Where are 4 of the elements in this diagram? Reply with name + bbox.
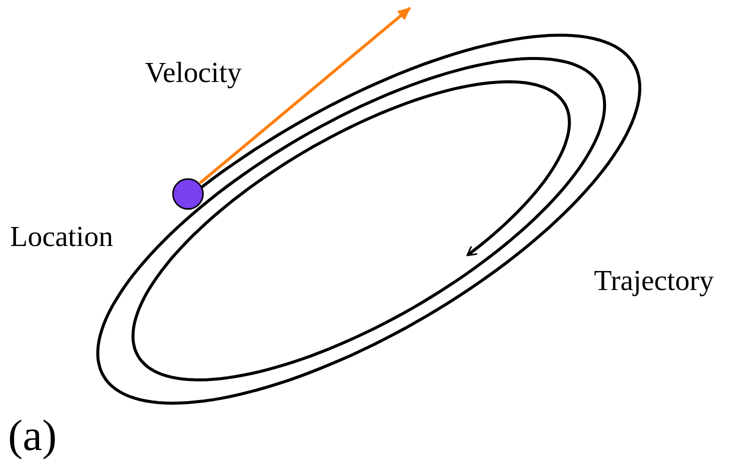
velocity-label: Velocity xyxy=(145,58,242,90)
location-label: Location xyxy=(10,222,114,254)
trajectory-label: Trajectory xyxy=(594,266,714,298)
panel-label: (a) xyxy=(8,412,57,460)
